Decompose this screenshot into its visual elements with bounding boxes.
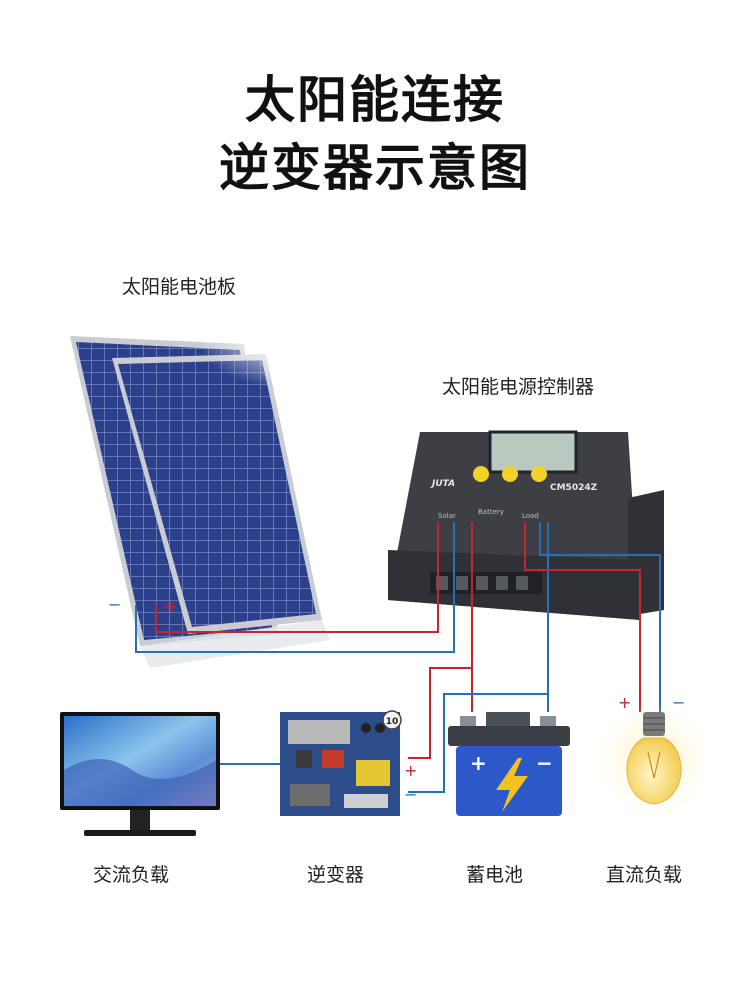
port-solar-label: Solar xyxy=(438,512,456,520)
wires xyxy=(135,522,661,793)
panel-plus-sign: + xyxy=(164,597,177,616)
page-title-line2: 逆变器示意图 xyxy=(219,139,531,197)
wire-load-negative xyxy=(539,522,661,712)
wire-solar-positive xyxy=(155,522,439,633)
wire-solar-negative xyxy=(135,522,455,653)
bulb-minus-sign: − xyxy=(672,693,685,712)
port-load-label: Load xyxy=(522,512,539,520)
solar-panel-image xyxy=(70,332,330,668)
inverter-minus-sign: − xyxy=(404,785,417,804)
inverter-image xyxy=(280,710,402,816)
port-battery-label: Battery xyxy=(478,508,504,516)
controller-brand: JUTA xyxy=(430,479,455,489)
controller-model: CM5024Z xyxy=(550,483,598,493)
inverter-badge: 10 xyxy=(386,717,399,727)
solar-panel-label: 太阳能电池板 xyxy=(122,276,237,298)
battery-image xyxy=(448,712,570,816)
wire-load-positive xyxy=(524,522,641,712)
dc-load-label: 直流负载 xyxy=(606,864,683,886)
controller-image xyxy=(388,430,664,620)
monitor-image xyxy=(60,712,220,836)
battery-minus-sign: − xyxy=(536,751,553,775)
page-title-line1: 太阳能连接 xyxy=(245,71,505,129)
wire-battery-positive xyxy=(408,522,473,759)
panel-minus-sign: − xyxy=(108,595,121,614)
ac-load-label: 交流负载 xyxy=(93,864,170,886)
battery-plus-sign: + xyxy=(470,751,487,775)
inverter-label: 逆变器 xyxy=(307,864,365,886)
controller-label: 太阳能电源控制器 xyxy=(442,376,595,398)
inverter-plus-sign: + xyxy=(404,761,417,780)
bulb-plus-sign: + xyxy=(618,693,631,712)
light-bulb-image xyxy=(598,704,710,816)
wire-battery-negative xyxy=(408,522,549,793)
battery-label: 蓄电池 xyxy=(466,864,524,886)
